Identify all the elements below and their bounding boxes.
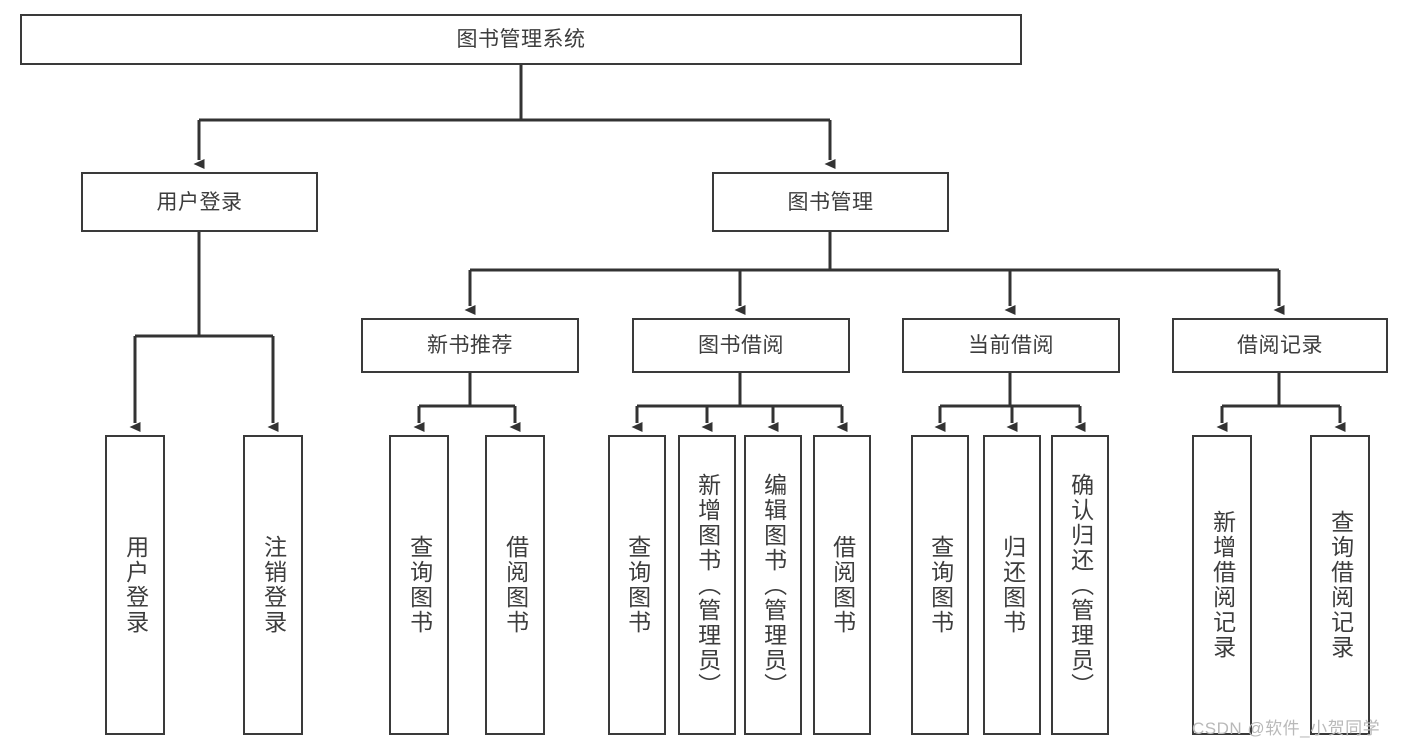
node-new-book-recommend-label: 新书推荐: [427, 334, 513, 357]
node-current-borrow[interactable]: 当前借阅: [902, 318, 1120, 373]
leaf-confirm-return-admin-label: 确认归还（管理员）: [1067, 472, 1094, 698]
leaf-add-borrow-record[interactable]: 新增借阅记录: [1192, 435, 1252, 735]
leaf-query-book-borrow-label: 查询图书: [624, 535, 651, 635]
node-book-borrow[interactable]: 图书借阅: [632, 318, 850, 373]
leaf-return-book-label: 归还图书: [999, 535, 1026, 635]
node-borrow-record-label: 借阅记录: [1237, 334, 1323, 357]
leaf-query-book-rec[interactable]: 查询图书: [389, 435, 449, 735]
leaf-add-borrow-record-label: 新增借阅记录: [1209, 510, 1236, 660]
node-new-book-recommend[interactable]: 新书推荐: [361, 318, 579, 373]
leaf-return-book[interactable]: 归还图书: [983, 435, 1041, 735]
node-user-login-label: 用户登录: [156, 190, 243, 214]
node-book-management-label: 图书管理: [787, 190, 874, 214]
leaf-borrow-book-rec-label: 借阅图书: [502, 535, 529, 635]
leaf-logout[interactable]: 注销登录: [243, 435, 303, 735]
borrow-record-to-leaves-connectors: [1216, 373, 1346, 432]
leaf-confirm-return-admin[interactable]: 确认归还（管理员）: [1051, 435, 1109, 735]
node-user-login[interactable]: 用户登录: [81, 172, 318, 232]
watermark-text: CSDN @软件_小贺同学: [1192, 719, 1381, 738]
leaf-edit-book-admin-label: 编辑图书（管理员）: [760, 472, 787, 698]
leaf-add-book-admin-label: 新增图书（管理员）: [694, 472, 721, 698]
leaf-edit-book-admin[interactable]: 编辑图书（管理员）: [744, 435, 802, 735]
leaf-query-borrow-record-label: 查询借阅记录: [1327, 510, 1354, 660]
leaf-logout-label: 注销登录: [260, 535, 287, 635]
leaf-query-borrow-record[interactable]: 查询借阅记录: [1310, 435, 1370, 735]
leaf-borrow-book-rec[interactable]: 借阅图书: [485, 435, 545, 735]
node-root-system-label: 图书管理系统: [456, 28, 586, 51]
leaf-add-book-admin[interactable]: 新增图书（管理员）: [678, 435, 736, 735]
node-borrow-record[interactable]: 借阅记录: [1172, 318, 1388, 373]
book-mgmt-to-level2-connectors: [464, 232, 1285, 315]
leaf-user-login[interactable]: 用户登录: [105, 435, 165, 735]
node-book-borrow-label: 图书借阅: [698, 334, 784, 357]
leaf-query-book-borrow[interactable]: 查询图书: [608, 435, 666, 735]
leaf-borrow-book[interactable]: 借阅图书: [813, 435, 871, 735]
leaf-query-book-rec-label: 查询图书: [406, 535, 433, 635]
leaf-query-book-current-label: 查询图书: [927, 535, 954, 635]
node-book-management[interactable]: 图书管理: [712, 172, 949, 232]
leaf-query-book-current[interactable]: 查询图书: [911, 435, 969, 735]
node-current-borrow-label: 当前借阅: [968, 334, 1054, 357]
leaf-user-login-label: 用户登录: [122, 535, 149, 635]
new-book-rec-to-leaves-connectors: [413, 373, 521, 432]
current-borrow-to-leaves-connectors: [934, 373, 1086, 432]
user-login-to-leaves-connectors: [129, 232, 279, 432]
root-to-level1-connectors: [193, 65, 836, 169]
book-borrow-to-leaves-connectors: [631, 373, 848, 432]
leaf-borrow-book-label: 借阅图书: [829, 535, 856, 635]
node-root-system[interactable]: 图书管理系统: [20, 14, 1022, 65]
